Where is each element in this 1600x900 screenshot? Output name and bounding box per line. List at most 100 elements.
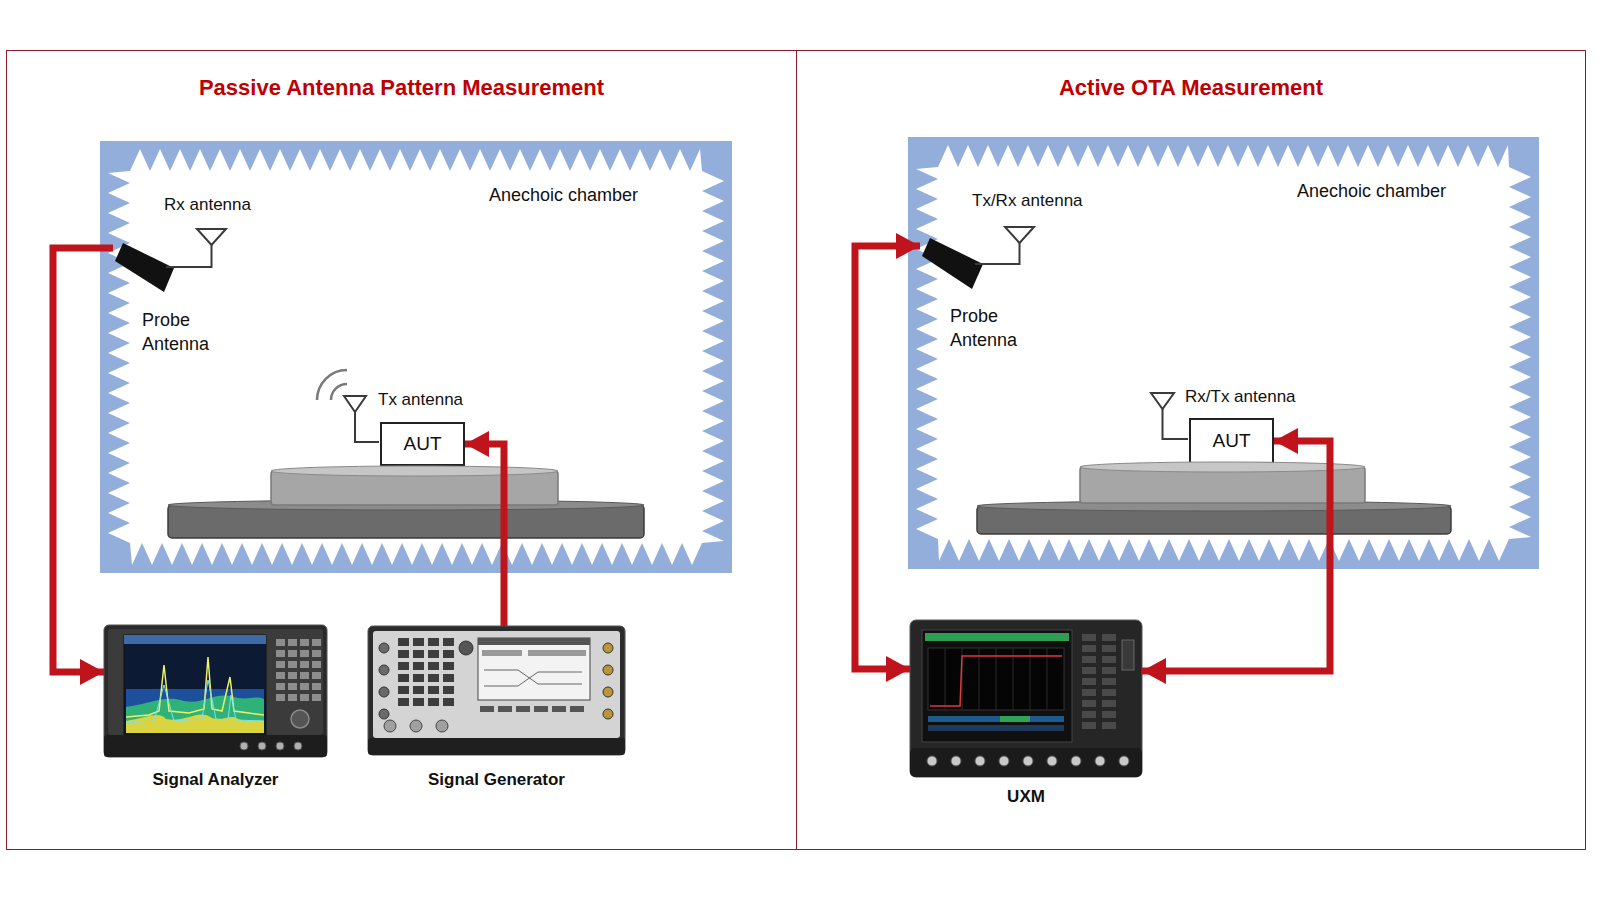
grid-line (1030, 648, 1031, 710)
keypad-key (288, 694, 297, 701)
keypad-key (312, 672, 321, 679)
antenna-feed-line (166, 245, 212, 267)
table-row (928, 716, 1064, 722)
side-button (1082, 689, 1096, 696)
side-button (1082, 711, 1096, 718)
rotary-knob (459, 641, 473, 655)
display-screen (478, 638, 590, 700)
rf-port (379, 665, 389, 675)
bottom-strip (104, 735, 327, 757)
keypad-key (413, 698, 424, 706)
rf-port (240, 742, 248, 750)
signal-connector (855, 246, 920, 669)
horn-antenna (922, 238, 983, 289)
antenna-feed-line (355, 412, 379, 442)
side-button (1082, 656, 1096, 663)
table-row (1000, 716, 1030, 722)
keypad-key (300, 683, 309, 690)
antenna-label: Probe Antenna (950, 304, 1035, 352)
rf-port (1071, 756, 1081, 766)
status-bar (925, 633, 1069, 641)
side-button (1102, 711, 1116, 718)
rf-port (258, 742, 266, 750)
turntable-top (271, 471, 558, 505)
menu-bar (478, 638, 590, 645)
aut-box: AUT (1189, 418, 1274, 464)
keypad-key (398, 638, 409, 646)
softkey (480, 706, 494, 712)
signal-connector (1142, 441, 1330, 671)
rf-port (951, 756, 961, 766)
absorber-wall (908, 137, 1539, 569)
rf-port (294, 742, 302, 750)
keypad-key (413, 638, 424, 646)
usb-port (1122, 640, 1134, 670)
rf-port (1095, 756, 1105, 766)
grid-line (979, 648, 980, 710)
antenna-feed-line (975, 243, 1020, 264)
grid-line (1047, 648, 1048, 710)
spectrogram-band (126, 695, 264, 733)
turntable-base (977, 506, 1451, 534)
chamber-label: Anechoic chamber (1297, 180, 1446, 202)
keypad-key (276, 683, 285, 690)
rf-port (379, 687, 389, 697)
side-button (1082, 634, 1096, 641)
softkey (552, 706, 566, 712)
instrument-caption: Signal Generator (368, 769, 625, 791)
keypad-key (276, 639, 285, 646)
side-button (1102, 678, 1116, 685)
antenna-label: Tx antenna (378, 390, 463, 410)
signal-connector (53, 248, 113, 672)
rf-port (999, 756, 1009, 766)
turntable-top-face (1080, 462, 1365, 472)
keypad-key (413, 674, 424, 682)
keypad-key (398, 662, 409, 670)
keypad-key (288, 661, 297, 668)
signal-trace (930, 656, 1062, 706)
horn-antenna (115, 243, 174, 292)
keypad-key (428, 686, 439, 694)
rf-port (603, 687, 613, 697)
rf-port (603, 665, 613, 675)
side-button (1102, 667, 1116, 674)
panel-title: Passive Antenna Pattern Measurement (7, 75, 796, 101)
keypad-key (276, 672, 285, 679)
grid-line (996, 648, 997, 710)
node-shape (368, 626, 625, 755)
antenna-symbol (344, 396, 366, 412)
keypad-key (312, 683, 321, 690)
keypad-key (276, 650, 285, 657)
antenna-symbol (1151, 393, 1174, 409)
antenna-feed-line (1163, 409, 1189, 439)
side-button (1082, 700, 1096, 707)
keypad-key (428, 638, 439, 646)
rotary-knob (291, 710, 309, 728)
keypad-key (288, 683, 297, 690)
instrument-body (910, 620, 1142, 777)
keypad-key (398, 698, 409, 706)
keypad-key (398, 686, 409, 694)
antenna-symbol (197, 229, 226, 245)
chamber-label: Anechoic chamber (489, 184, 638, 206)
signal-analyzer: Signal Analyzer (104, 625, 327, 793)
keypad-key (428, 674, 439, 682)
rf-port (410, 720, 422, 732)
antenna-label: Tx/Rx antenna (972, 191, 1083, 211)
side-button (1082, 722, 1096, 729)
rf-port (975, 756, 985, 766)
measurement-panel: Active OTA MeasurementAnechoic chamberPr… (796, 50, 1586, 850)
front-panel (373, 631, 620, 738)
softkey (534, 706, 548, 712)
keypad-key (276, 694, 285, 701)
rf-port (603, 643, 613, 653)
rf-port (1047, 756, 1057, 766)
measurement-panel: Passive Antenna Pattern MeasurementAnech… (6, 50, 797, 850)
keypad-key (300, 672, 309, 679)
rf-port (436, 720, 448, 732)
side-button (1082, 678, 1096, 685)
probe-antenna: Probe Antenna (920, 231, 1030, 353)
